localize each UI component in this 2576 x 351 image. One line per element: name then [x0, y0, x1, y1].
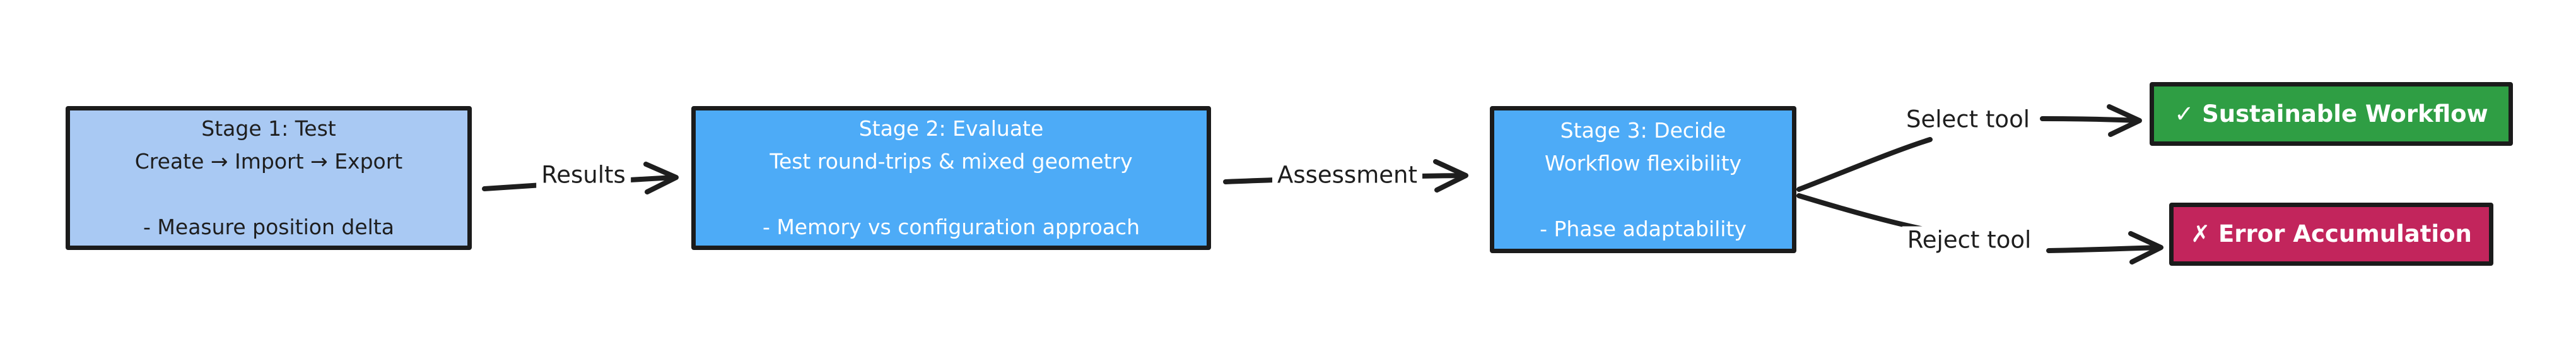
- stage1-flow-line: Create → Import → Export: [134, 149, 403, 174]
- stage3-flow-line: Workflow flexibility: [1544, 150, 1742, 176]
- edge-label-select-tool: Select tool: [1901, 105, 2035, 133]
- edge-stroke-group: [482, 104, 2163, 265]
- stage1-node: Stage 1: Test Create → Import → Export -…: [66, 106, 472, 250]
- stage1-title: Stage 1: Test: [201, 116, 336, 141]
- select-arrowhead-icon: [2107, 104, 2142, 137]
- reject-branch-line: [1796, 193, 1929, 232]
- select-arrow-line: [2040, 116, 2140, 123]
- select-branch-line: [1796, 137, 1933, 192]
- error-accumulation-label: ✗ Error Accumulation: [2191, 220, 2472, 247]
- stage3-detail-line: - Phase adaptability: [1540, 216, 1747, 241]
- assessment-arrowhead-icon: [1433, 159, 1468, 193]
- stage2-node: Stage 2: Evaluate Test round-trips & mix…: [691, 106, 1211, 250]
- error-accumulation-node: ✗ Error Accumulation: [2169, 203, 2493, 266]
- sustainable-workflow-node: ✓ Sustainable Workflow: [2150, 82, 2513, 146]
- reject-arrowhead-icon: [2128, 231, 2163, 265]
- stage2-detail-line: - Memory vs configuration approach: [762, 215, 1140, 239]
- edge-label-reject-tool: Reject tool: [1902, 226, 2037, 254]
- sustainable-workflow-label: ✓ Sustainable Workflow: [2174, 100, 2488, 128]
- edge-label-assessment: Assessment: [1272, 161, 1422, 189]
- stage1-detail-line: - Measure position delta: [143, 215, 394, 239]
- results-arrowhead-icon: [643, 162, 679, 194]
- stage3-title: Stage 3: Decide: [1560, 117, 1726, 143]
- stage3-node: Stage 3: Decide Workflow flexibility - P…: [1490, 106, 1796, 253]
- stage2-flow-line: Test round-trips & mixed geometry: [770, 149, 1133, 174]
- reject-arrow-line: [2046, 245, 2160, 253]
- stage2-title: Stage 2: Evaluate: [858, 116, 1044, 141]
- edge-label-results: Results: [536, 161, 631, 189]
